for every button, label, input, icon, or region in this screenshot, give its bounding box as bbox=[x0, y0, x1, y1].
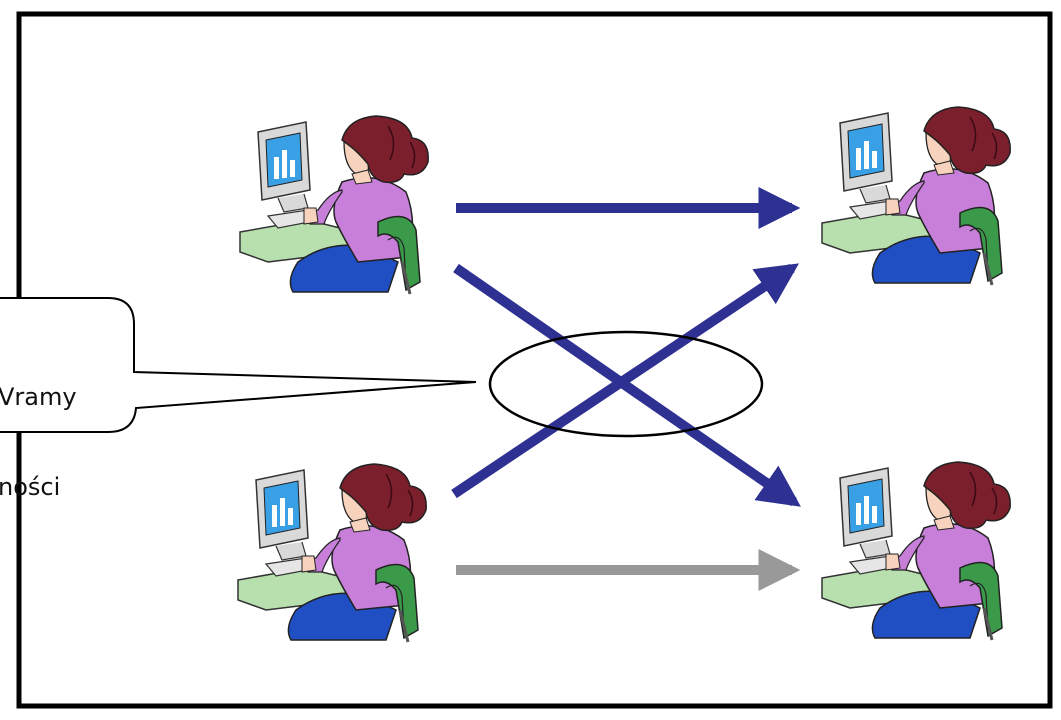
callout-line-1: Vramy bbox=[0, 383, 77, 411]
callout-bubble bbox=[0, 297, 477, 433]
collision-ellipse bbox=[488, 330, 764, 438]
callout-text: Vramy ności bbox=[0, 322, 118, 532]
callout-line-2: ności bbox=[0, 473, 61, 501]
arrow-bottom-left-to-top-right bbox=[451, 263, 799, 499]
